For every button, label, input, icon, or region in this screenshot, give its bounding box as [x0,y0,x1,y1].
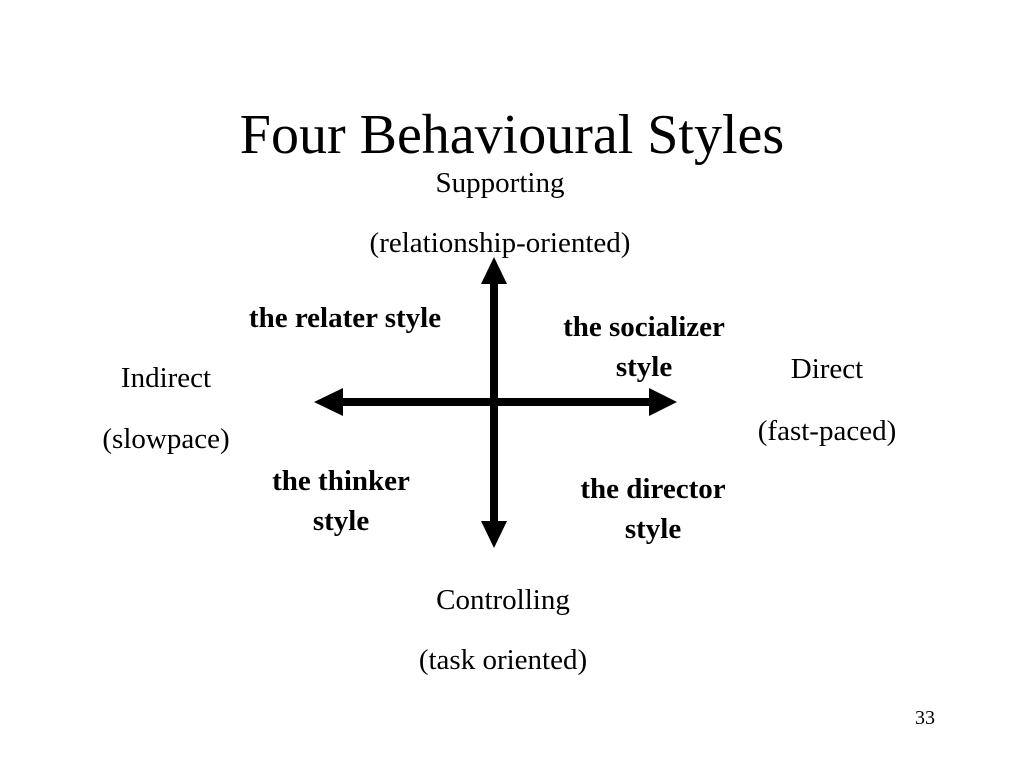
quadrant-thinker-line1: the thinker [272,465,410,497]
pole-top-sublabel: (relationship-oriented) [369,227,631,259]
horizontal-axis-arrow [314,388,677,416]
quadrant-socializer-line1: the socializer [563,311,725,343]
arrowhead-right [649,388,677,416]
pole-top-label: Supporting [435,167,565,199]
quadrant-socializer-line2: style [615,351,673,383]
quadrant-relater-line1: the relater style [248,302,442,334]
arrowhead-up [481,257,507,284]
arrowhead-left [314,388,343,416]
pole-right-sublabel: (fast-paced) [757,415,897,447]
pole-right-label: Direct [790,353,864,385]
quadrant-thinker-line2: style [312,505,370,537]
arrowhead-down [481,521,507,548]
quadrant-relater: the relater style [205,298,485,338]
quadrant-director-line1: the director [580,473,726,505]
slide-title: Four Behavioural Styles [239,104,785,166]
page-number: 33 [915,707,935,729]
quadrant-thinker: the thinker style [231,461,451,541]
pole-bottom-sublabel: (task oriented) [418,644,588,676]
quadrant-socializer: the socializer style [529,307,759,387]
quadrant-director: the director style [543,469,763,549]
pole-bottom-label: Controlling [436,584,570,616]
quadrant-director-line2: style [624,513,682,545]
pole-left-label: Indirect [120,362,212,394]
pole-left-sublabel: (slowpace) [102,423,230,455]
